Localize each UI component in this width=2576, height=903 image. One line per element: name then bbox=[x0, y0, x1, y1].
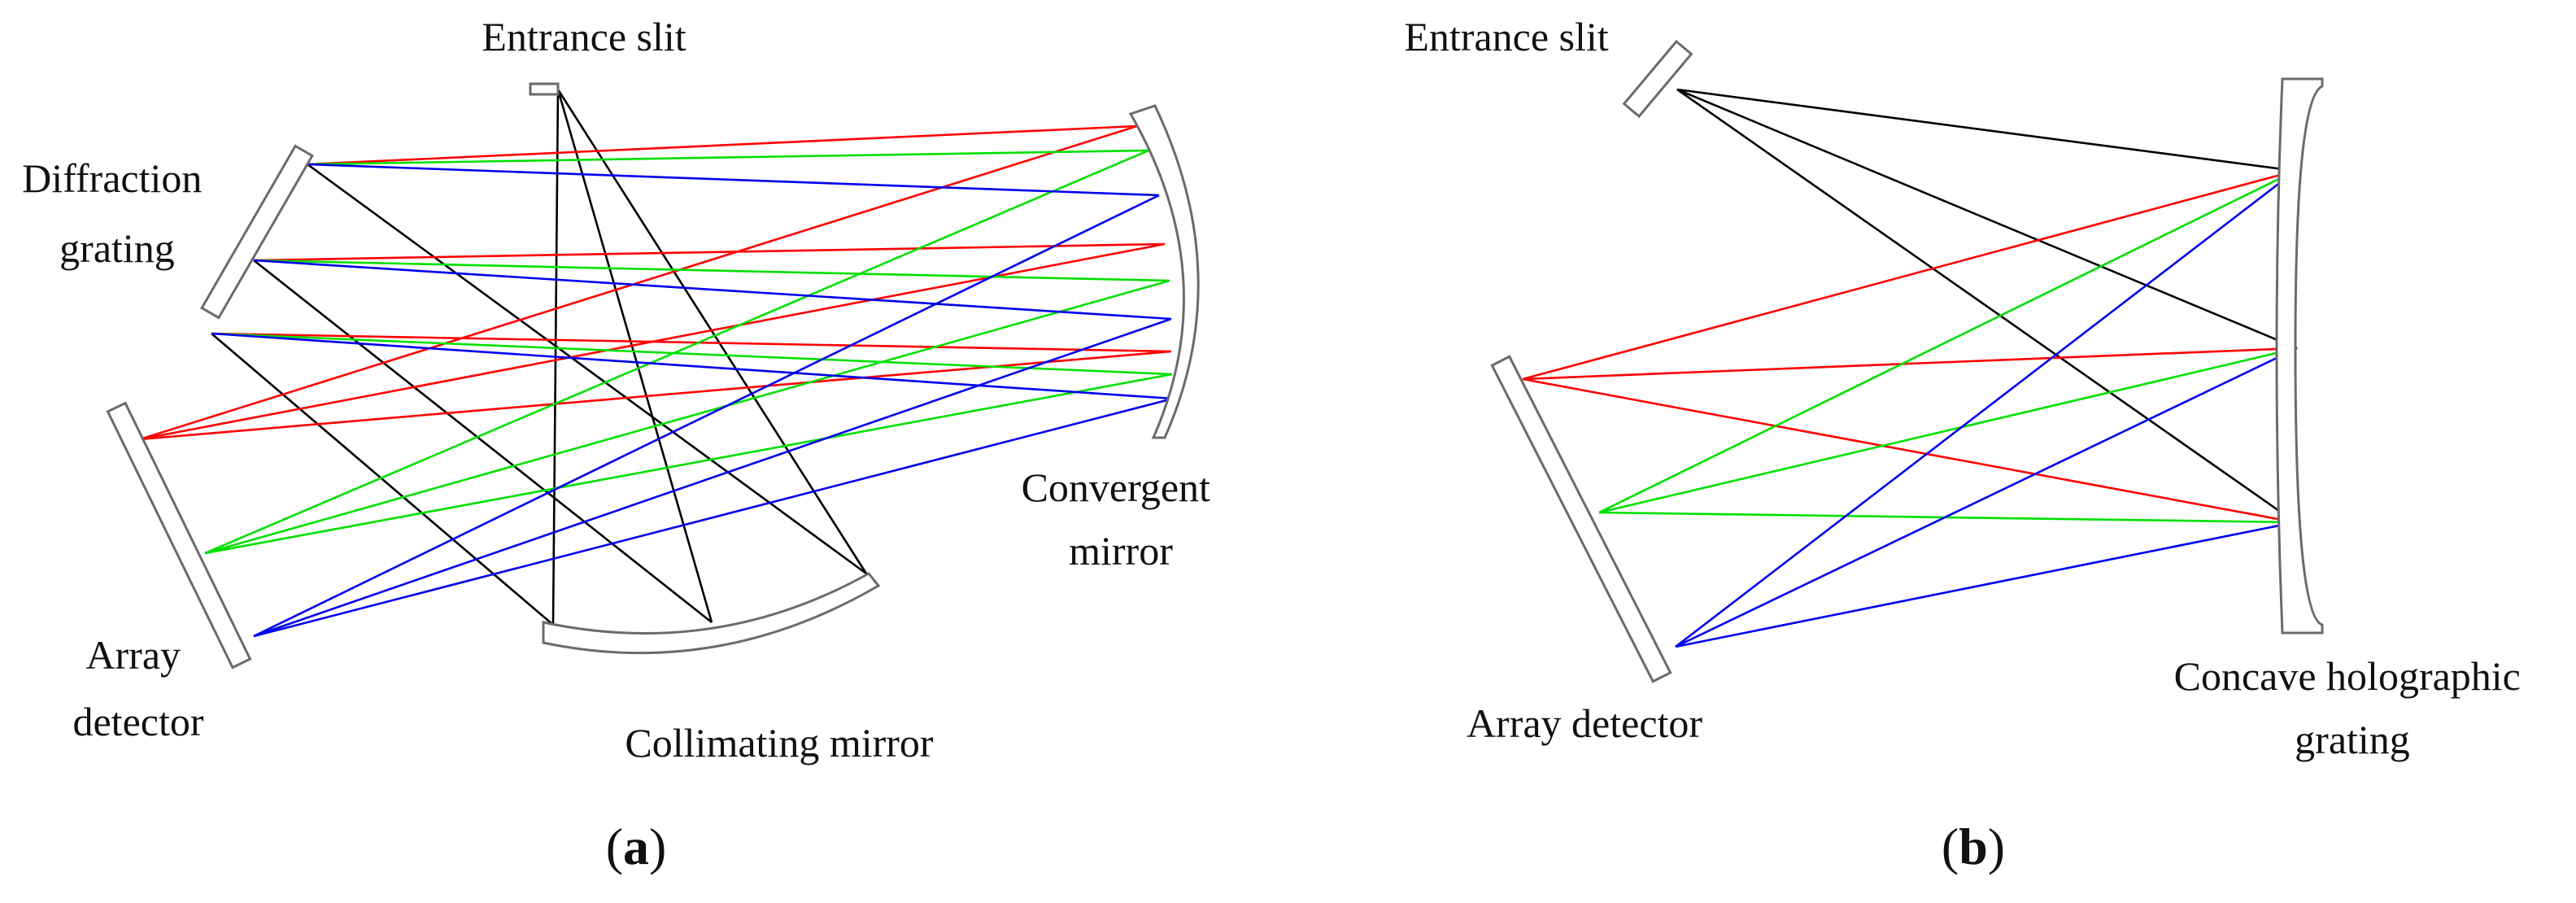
label-concave-grating-line1: Concave holographic bbox=[2174, 653, 2521, 699]
ray-green bbox=[204, 279, 1170, 555]
ray-black bbox=[1676, 88, 2296, 172]
caption-a-close: ) bbox=[649, 818, 666, 875]
ray-green bbox=[253, 259, 1170, 282]
diffraction-grating bbox=[200, 144, 314, 320]
ray-red bbox=[253, 242, 1166, 262]
label-convergent-mirror: Convergent mirror bbox=[1022, 465, 1221, 574]
caption-a: (a) bbox=[606, 818, 667, 875]
ray-red bbox=[1522, 347, 2298, 381]
ray-black bbox=[556, 89, 713, 623]
ray-red bbox=[1522, 169, 2296, 381]
label-diffraction-grating-line1: Diffraction bbox=[22, 155, 202, 201]
caption-a-letter: a bbox=[623, 818, 649, 875]
ray-red bbox=[139, 242, 1166, 441]
array-detector-b bbox=[1490, 355, 1672, 683]
caption-b-letter: b bbox=[1959, 818, 1988, 875]
panel-b: Entrance slit Array detector Concave hol… bbox=[1404, 14, 2531, 875]
panel-b-labels: Entrance slit Array detector Concave hol… bbox=[1404, 14, 2531, 875]
ray-green bbox=[307, 149, 1149, 166]
ray-black bbox=[556, 89, 868, 574]
ray-blue bbox=[253, 259, 1172, 321]
label-collimating-mirror: Collimating mirror bbox=[625, 720, 933, 766]
caption-b-close: ) bbox=[1988, 818, 2005, 875]
ray-blue bbox=[253, 397, 1174, 638]
ray-blue bbox=[1675, 169, 2296, 648]
label-array-detector-a-line1: Array bbox=[85, 632, 181, 678]
label-entrance-slit-a: Entrance slit bbox=[482, 14, 686, 59]
ray-blue bbox=[307, 163, 1160, 197]
ray-green bbox=[211, 332, 1173, 376]
label-array-detector-a: Array detector bbox=[72, 632, 203, 744]
ray-red bbox=[139, 124, 1138, 441]
ray-blue bbox=[1675, 347, 2298, 648]
ray-red bbox=[211, 332, 1172, 353]
label-array-detector-a-line2: detector bbox=[72, 699, 203, 744]
ray-blue bbox=[1675, 521, 2296, 648]
label-convergent-mirror-line2: mirror bbox=[1069, 528, 1173, 574]
array-detector-a bbox=[106, 401, 252, 670]
label-array-detector-b: Array detector bbox=[1467, 700, 1702, 746]
ray-red bbox=[307, 124, 1138, 166]
ray-green bbox=[204, 373, 1173, 555]
label-diffraction-grating-line2: grating bbox=[59, 225, 175, 271]
panel-a-components bbox=[106, 82, 1200, 670]
ray-blue bbox=[253, 317, 1172, 638]
panel-a: Entrance slit Diffraction grating Conver… bbox=[22, 14, 1221, 875]
label-concave-grating-line2: grating bbox=[2295, 717, 2410, 762]
label-diffraction-grating: Diffraction grating bbox=[22, 155, 212, 271]
panel-b-rays bbox=[1522, 88, 2298, 648]
ray-green bbox=[1598, 169, 2296, 514]
ray-black bbox=[1676, 88, 2298, 350]
ray-green bbox=[1598, 511, 2296, 524]
panel-a-rays bbox=[139, 89, 1174, 638]
entrance-slit bbox=[529, 82, 560, 96]
caption-b-open: ( bbox=[1942, 818, 1959, 875]
convergent-mirror bbox=[1128, 104, 1200, 439]
label-concave-holographic-grating: Concave holographic grating bbox=[2174, 653, 2531, 762]
ray-green bbox=[1598, 347, 2298, 514]
caption-b: (b) bbox=[1942, 818, 2005, 875]
ray-blue bbox=[253, 194, 1160, 638]
entrance-slit-b bbox=[1622, 39, 1693, 119]
ray-black bbox=[307, 163, 867, 575]
panel-b-components bbox=[1490, 39, 2324, 683]
ray-black bbox=[1676, 88, 2296, 524]
ray-black bbox=[211, 333, 554, 626]
collimating-mirror bbox=[542, 572, 881, 655]
ray-red bbox=[1522, 377, 2296, 524]
ray-green bbox=[204, 149, 1149, 555]
panel-a-labels: Entrance slit Diffraction grating Conver… bbox=[22, 14, 1221, 875]
caption-a-open: ( bbox=[606, 818, 623, 875]
ray-black bbox=[253, 259, 713, 624]
label-convergent-mirror-line1: Convergent bbox=[1022, 465, 1210, 510]
concave-holographic-grating bbox=[2275, 77, 2324, 635]
label-entrance-slit-b: Entrance slit bbox=[1404, 14, 1608, 59]
ray-blue bbox=[211, 332, 1174, 400]
